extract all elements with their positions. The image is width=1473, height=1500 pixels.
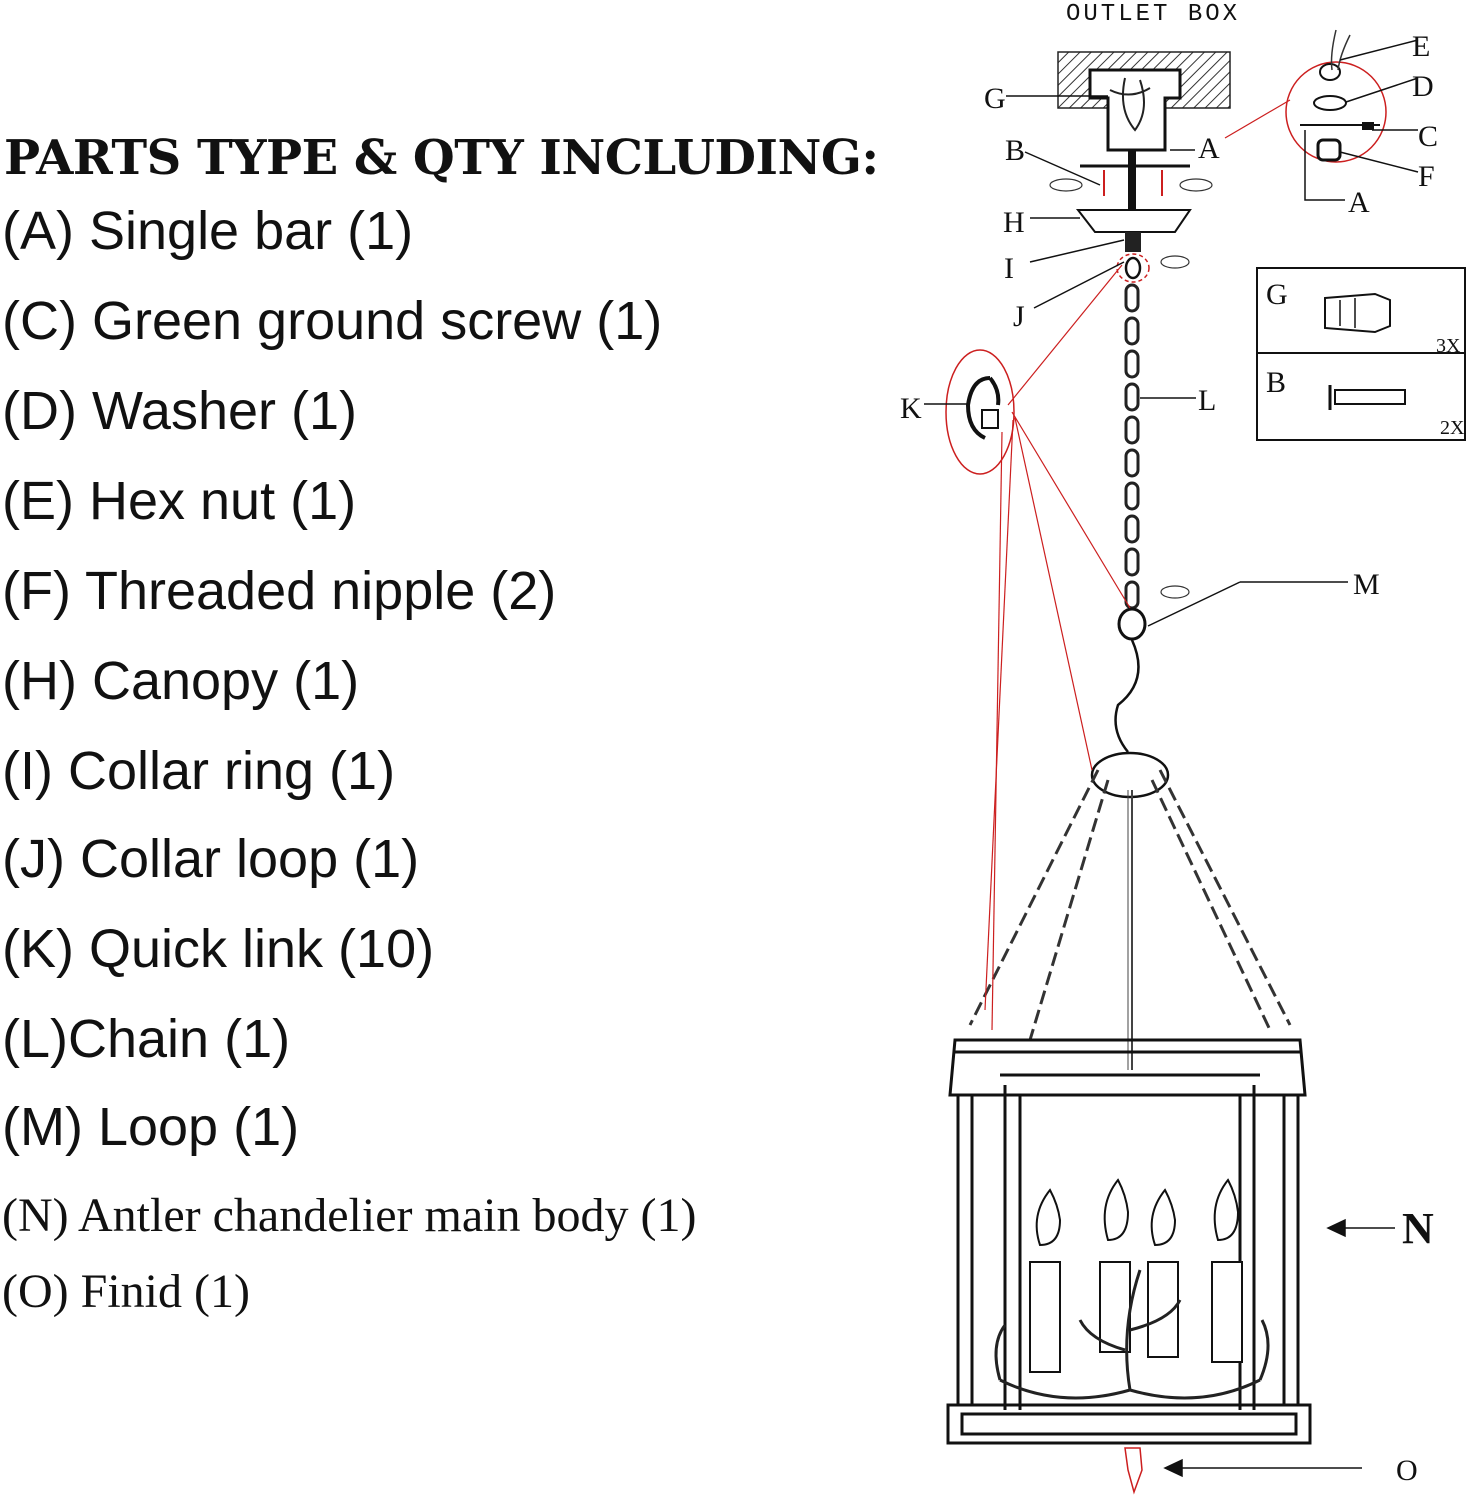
hardware-label-b: B [1266, 366, 1286, 399]
collar-loop [1124, 256, 1142, 280]
label-g: G [984, 82, 1006, 115]
label-l: L [1198, 384, 1216, 417]
label-j: J [1013, 300, 1025, 333]
wiring-detail-inset [1285, 29, 1419, 201]
part-item: (O) Finid (1) [2, 1265, 250, 1318]
hardware-box: G 3X B 2X [1256, 267, 1466, 441]
hardware-qty-g: 3X [1436, 335, 1461, 357]
loop [1117, 607, 1147, 641]
finial [1124, 1447, 1143, 1495]
hardware-label-g: G [1266, 278, 1288, 311]
antlers [994, 1269, 1270, 1400]
label-i: I [1004, 252, 1014, 285]
part-item: (D) Washer (1) [2, 381, 358, 441]
leader-lines [924, 95, 1395, 1478]
label-k: K [900, 392, 922, 425]
part-item: (J) Collar loop (1) [2, 829, 420, 889]
screw-icon [1334, 389, 1406, 405]
outlet-box-label: OUTLET BOX [1066, 1, 1240, 28]
side-chains [968, 769, 1292, 1041]
part-item: (C) Green ground screw (1) [2, 291, 663, 351]
label-o: O [1396, 1454, 1418, 1487]
canopy [1075, 209, 1192, 233]
lantern-body [946, 1038, 1312, 1445]
label-f: F [1418, 160, 1435, 193]
label-m: M [1353, 568, 1380, 601]
threaded-nipple [1128, 150, 1136, 210]
part-item: (I) Collar ring (1) [2, 741, 396, 801]
part-item: (F) Threaded nipple (2) [2, 561, 557, 621]
part-item: (L)Chain (1) [2, 1009, 291, 1069]
part-item: (A) Single bar (1) [2, 201, 414, 261]
label-e: E [1412, 30, 1430, 63]
label-a: A [1198, 132, 1220, 165]
part-item: (N) Antler chandelier main body (1) [2, 1189, 697, 1242]
label-h: H [1003, 206, 1025, 239]
label-c: C [1418, 120, 1438, 153]
parts-list-title: PARTS TYPE & QTY INCLUDING: [4, 130, 879, 186]
callout-lines [984, 99, 1291, 1031]
candles [1029, 1178, 1243, 1373]
chain [1124, 283, 1140, 610]
outlet-box [1057, 51, 1231, 152]
wire [1114, 639, 1140, 753]
part-item: (M) Loop (1) [2, 1097, 300, 1157]
label-b: B [1005, 134, 1025, 167]
label-a-inset: A [1348, 186, 1370, 219]
wire-nut-icon [1324, 292, 1391, 334]
label-d: D [1412, 70, 1434, 103]
part-item: (K) Quick link (10) [2, 919, 435, 979]
hub [1090, 751, 1170, 799]
part-item: (E) Hex nut (1) [2, 471, 357, 531]
label-n: N [1402, 1204, 1434, 1253]
hardware-qty-b: 2X [1440, 417, 1465, 439]
collar-ring [1125, 232, 1141, 252]
quick-link-detail [945, 349, 1015, 475]
part-item: (H) Canopy (1) [2, 651, 360, 711]
